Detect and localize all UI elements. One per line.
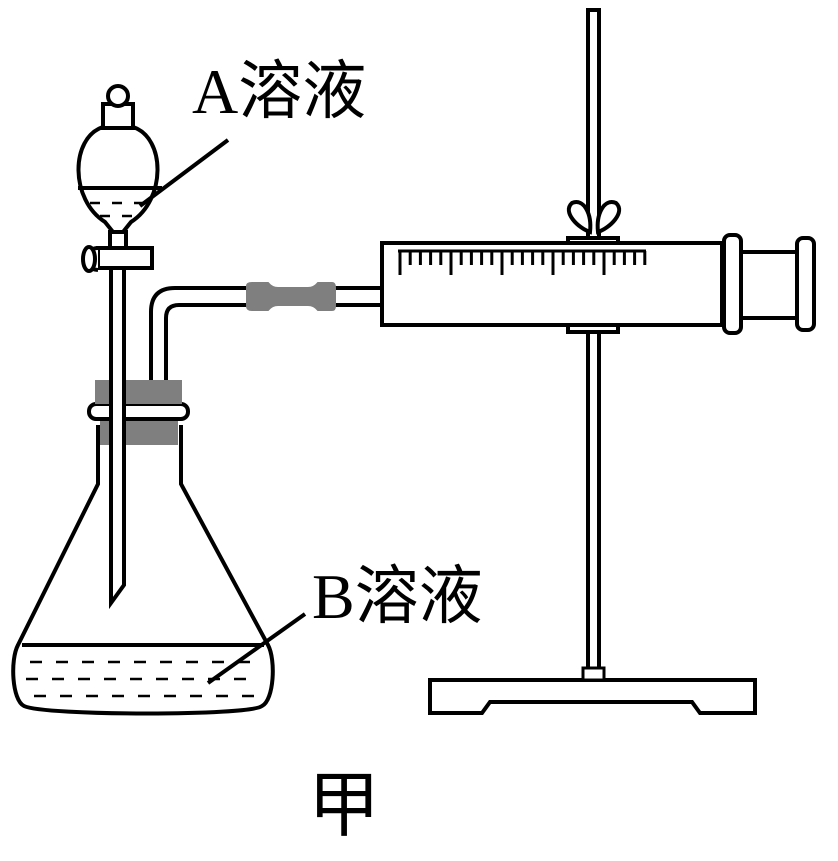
rubber-connector (246, 282, 336, 311)
syringe-barrel (380, 241, 724, 327)
plunger-rod (739, 250, 803, 320)
stopcock (81, 245, 154, 273)
funnel-stopper-knob (106, 84, 130, 108)
clamp-wing-right (595, 200, 622, 235)
syringe (330, 233, 816, 335)
separatory-funnel (76, 84, 162, 610)
stopcock-barrel (96, 246, 154, 270)
leader-line-b (206, 612, 307, 685)
flask-body (11, 425, 275, 716)
liquid-b-dashes (26, 660, 254, 698)
label-a-solution: A溶液 (192, 56, 367, 127)
syringe-ticks (398, 251, 647, 275)
iron-stand (428, 8, 757, 715)
conical-flask (11, 380, 275, 716)
leader-line-a (138, 138, 230, 208)
rod-foot (581, 666, 606, 682)
funnel-bulb (76, 125, 160, 234)
stopper-top (95, 380, 182, 404)
funnel-stem (109, 268, 126, 610)
label-b-solution: B溶液 (312, 561, 483, 632)
clamp-wing-left (566, 200, 593, 235)
syringe-tip (330, 286, 384, 307)
delivery-tube-inner (164, 303, 250, 470)
stopcock-knob (81, 245, 97, 273)
delivery-tube-outer (149, 286, 250, 470)
stand-base (428, 678, 757, 715)
flask-rim (87, 402, 190, 421)
stand-rod (586, 8, 601, 677)
plunger-thumb (795, 236, 816, 332)
funnel-top-neck (101, 102, 135, 130)
figure-caption: 甲 (308, 766, 381, 846)
syringe-flange (722, 233, 743, 335)
